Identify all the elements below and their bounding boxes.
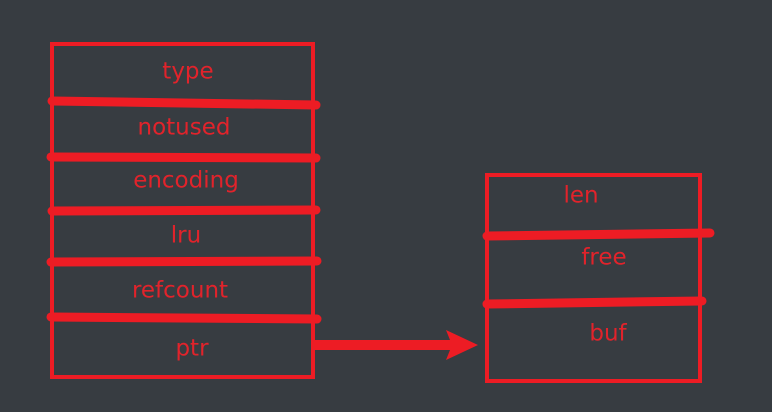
- field-label-encoding: encoding: [133, 168, 239, 194]
- redis-object-divider-2: [46, 152, 321, 163]
- redis-object-divider-4: [46, 256, 322, 267]
- field-label-notused: notused: [138, 115, 231, 141]
- field-label-free: free: [581, 245, 626, 271]
- sds-string-divider-2: [482, 296, 707, 309]
- field-label-buf: buf: [589, 321, 627, 347]
- redis-object-divider-3: [47, 205, 321, 216]
- field-label-type: type: [162, 59, 213, 85]
- ptr-arrow-head: [446, 330, 478, 360]
- field-label-ptr: ptr: [175, 336, 209, 362]
- sds-string-struct: len free buf: [482, 173, 715, 383]
- field-label-lru: lru: [171, 223, 201, 249]
- redis-object-struct: type notused encoding lru refcount ptr: [46, 42, 322, 379]
- field-label-len: len: [563, 183, 598, 209]
- sds-string-divider-1: [482, 228, 715, 241]
- ptr-to-sds-arrow: [312, 330, 478, 360]
- sds-string-outline: [485, 173, 702, 383]
- field-label-refcount: refcount: [132, 278, 228, 304]
- redis-object-divider-5: [46, 312, 322, 324]
- redis-object-divider-1: [47, 96, 321, 110]
